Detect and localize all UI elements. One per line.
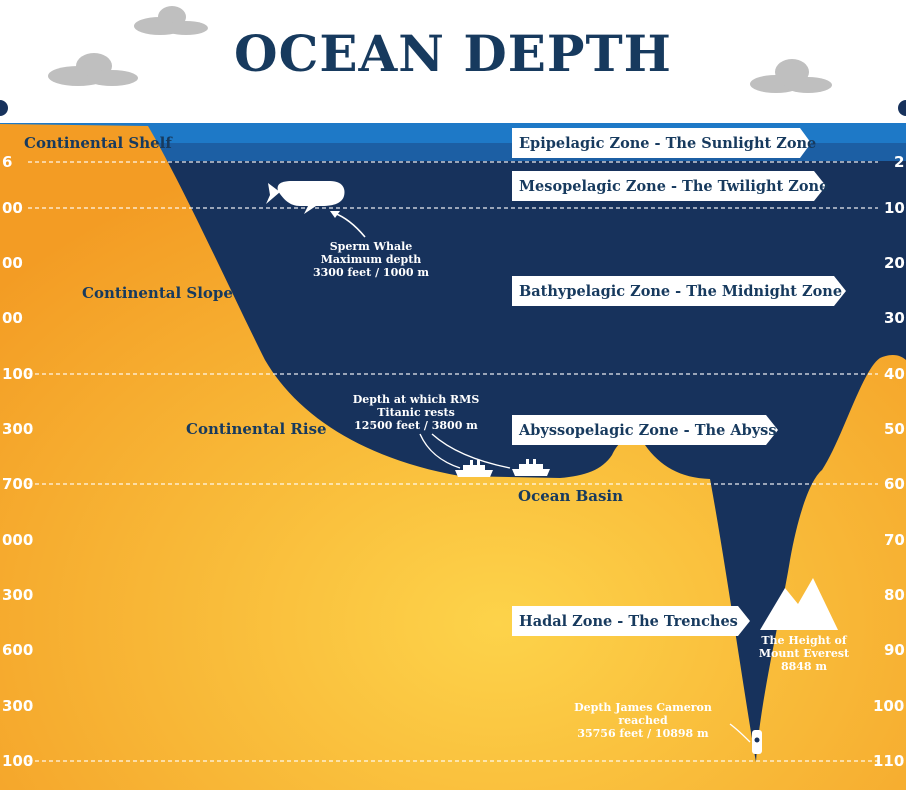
whale-line-2: Maximum depth — [320, 253, 422, 266]
mountain-icon — [760, 578, 838, 630]
whale-line-3: 3300 feet / 1000 m — [312, 266, 429, 279]
zone-label-bathypelagic: Bathypelagic Zone - The Midnight Zone — [519, 282, 843, 300]
zone-arrow-mesopelagic — [512, 171, 826, 201]
whale-line-1: Sperm Whale — [329, 240, 413, 253]
everest-line-1: The Height of — [761, 634, 847, 647]
titanic-line-2: Titanic rests — [377, 406, 455, 419]
right-depth-label: 60 — [884, 475, 905, 493]
whale-pointer-head — [330, 211, 340, 218]
left-edge-cap — [0, 100, 8, 116]
depth-lines — [28, 161, 878, 762]
cameron-annotation: Depth James Cameron reached 35756 feet /… — [548, 701, 738, 740]
cloud-icon — [48, 53, 138, 86]
titanic-line-3: 12500 feet / 3800 m — [354, 419, 478, 432]
left-depth-label: 600 — [2, 641, 34, 659]
zone-arrow-hadal — [512, 606, 750, 636]
cloud-icon — [750, 59, 832, 93]
right-depth-label: 110 — [873, 752, 905, 770]
left-depth-label: 300 — [2, 420, 34, 438]
label-ocean-basin: Ocean Basin — [518, 487, 624, 505]
cameron-pointer-arrow — [729, 723, 751, 743]
left-depth-label: 300 — [2, 697, 34, 715]
right-depth-label: 90 — [884, 641, 905, 659]
right-depth-label: 80 — [884, 586, 905, 604]
left-depth-label: 000 — [2, 531, 34, 549]
titanic-pointer-arrow — [419, 433, 461, 469]
ship-icon — [455, 460, 493, 477]
right-depth-label: 70 — [884, 531, 905, 549]
submersible-icon — [752, 730, 762, 754]
zone-label-mesopelagic: Mesopelagic Zone - The Twilight Zone — [519, 177, 829, 195]
cameron-line-1: Depth James Cameron reached — [574, 701, 712, 727]
everest-line-2: Mount Everest — [758, 647, 850, 660]
page-title: OCEAN DEPTH — [234, 24, 672, 83]
right-edge-cap — [898, 100, 906, 116]
left-depth-label: 300 — [2, 586, 34, 604]
right-depth-label: 30 — [884, 309, 905, 327]
left-depth-label: 100 — [2, 365, 34, 383]
right-depth-label: 20 — [884, 254, 905, 272]
right-depth-label: 100 — [873, 697, 905, 715]
zone-label-epipelagic: Epipelagic Zone - The Sunlight Zone — [519, 134, 817, 152]
label-continental-rise: Continental Rise — [186, 420, 327, 438]
zone-label-hadal: Hadal Zone - The Trenches — [519, 612, 738, 630]
left-depth-label: 6 — [2, 153, 13, 171]
zone-arrow-abyssopelagic — [512, 415, 778, 445]
cameron-line-2: 35756 feet / 10898 m — [577, 727, 709, 740]
left-depth-label: 100 — [2, 752, 34, 770]
right-depth-label: 50 — [884, 420, 905, 438]
titanic-annotation: Depth at which RMS Titanic rests 12500 f… — [346, 393, 486, 432]
ship-icon — [512, 459, 550, 476]
zone-arrow-bathypelagic — [512, 276, 846, 306]
cloud-icon — [134, 6, 208, 35]
left-depth-label: 00 — [2, 199, 23, 217]
label-continental-shelf: Continental Shelf — [24, 134, 172, 152]
everest-line-3: 8848 m — [780, 660, 828, 673]
everest-annotation: The Height of Mount Everest 8848 m — [754, 634, 854, 673]
right-depth-label: 2 — [894, 153, 905, 171]
left-depth-label: 00 — [2, 309, 23, 327]
whale-annotation: Sperm Whale Maximum depth 3300 feet / 10… — [306, 240, 436, 279]
titanic-line-1: Depth at which RMS — [352, 393, 480, 406]
left-depth-label: 700 — [2, 475, 34, 493]
titanic-pointer-arrow — [431, 433, 511, 469]
label-continental-slope: Continental Slope — [82, 284, 233, 302]
right-depth-label: 10 — [884, 199, 905, 217]
right-depth-label: 40 — [884, 365, 905, 383]
zone-arrows — [512, 128, 846, 636]
zone-label-abyssopelagic: Abyssopelagic Zone - The Abyss — [519, 421, 777, 439]
left-depth-label: 00 — [2, 254, 23, 272]
zone-arrow-epipelagic — [512, 128, 811, 158]
whale-icon — [266, 181, 345, 214]
